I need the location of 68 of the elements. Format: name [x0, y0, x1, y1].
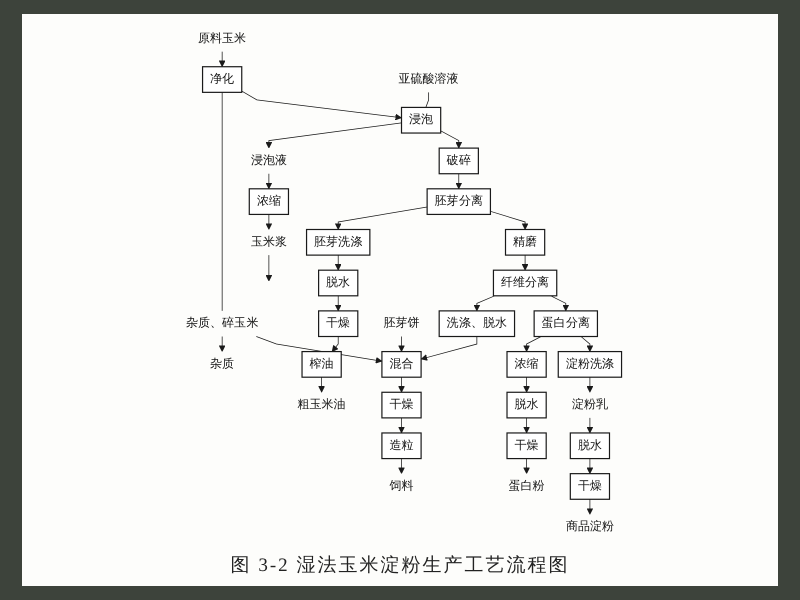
- arrow: [586, 458, 594, 474]
- arrow: [266, 122, 402, 148]
- node-box: [306, 228, 370, 256]
- arrow: [398, 336, 405, 352]
- arrow: [580, 336, 594, 352]
- node-box: [381, 392, 422, 418]
- node-box: [318, 310, 358, 338]
- node-text: 浸泡液: [250, 154, 287, 167]
- arrow: [420, 336, 478, 361]
- arrow: [218, 336, 226, 352]
- arrow: [523, 458, 530, 474]
- node-text: 胚芽饼: [383, 316, 420, 330]
- node-text: 商品淀粉: [566, 520, 614, 534]
- arrow: [523, 336, 542, 352]
- arrow: [455, 173, 462, 190]
- arrow: [334, 206, 428, 230]
- arrow: [266, 214, 272, 230]
- arrow: [522, 254, 528, 270]
- arrow: [440, 130, 462, 148]
- node-box: [570, 473, 610, 500]
- node-box: [381, 432, 422, 460]
- arrow: [266, 173, 272, 190]
- node-text: 粗玉米油: [298, 398, 346, 412]
- arrow: [334, 295, 342, 312]
- connector: [222, 92, 223, 312]
- arrow: [490, 210, 528, 230]
- arrow: [586, 498, 594, 515]
- node-text: 玉米浆: [250, 236, 287, 248]
- arrow: [523, 376, 530, 393]
- arrow: [218, 51, 226, 68]
- node-box: [534, 310, 598, 338]
- node-box: [202, 66, 242, 93]
- arrow: [266, 254, 272, 282]
- arrow: [334, 254, 342, 270]
- node-text: 饲料: [389, 480, 414, 492]
- node-box: [426, 188, 492, 216]
- node-box: [438, 310, 516, 338]
- arrow: [586, 418, 594, 434]
- arrow: [474, 295, 496, 312]
- arrow: [398, 458, 405, 474]
- connector: [425, 92, 430, 108]
- node-box: [506, 392, 547, 418]
- figure-caption: 图 3-2 湿法玉米淀粉生产工艺流程图: [230, 554, 570, 578]
- arrow: [398, 376, 405, 393]
- node-box: [558, 350, 622, 378]
- node-text: 淀粉乳: [572, 398, 608, 412]
- arrow: [241, 90, 402, 120]
- node-box: [301, 350, 342, 378]
- node-box: [570, 432, 610, 460]
- node-box: [506, 350, 547, 378]
- arrow: [586, 376, 594, 393]
- node-box: [248, 188, 290, 216]
- node-text: 蛋白粉: [508, 480, 545, 492]
- node-text: 杂质、碎玉米: [186, 316, 258, 330]
- node-box: [504, 228, 546, 256]
- node-box: [400, 106, 442, 134]
- node-text: 亚硫酸溶液: [398, 72, 459, 86]
- node-box: [506, 432, 547, 460]
- arrow: [398, 418, 405, 434]
- node-box: [381, 350, 422, 378]
- node-box: [492, 270, 558, 296]
- arrow: [332, 336, 339, 352]
- node-box: [318, 270, 358, 296]
- arrow: [550, 295, 570, 312]
- node-box: [438, 148, 479, 174]
- node-text: 原料玉米: [198, 32, 246, 45]
- arrow: [318, 376, 325, 393]
- arrow: [523, 418, 530, 434]
